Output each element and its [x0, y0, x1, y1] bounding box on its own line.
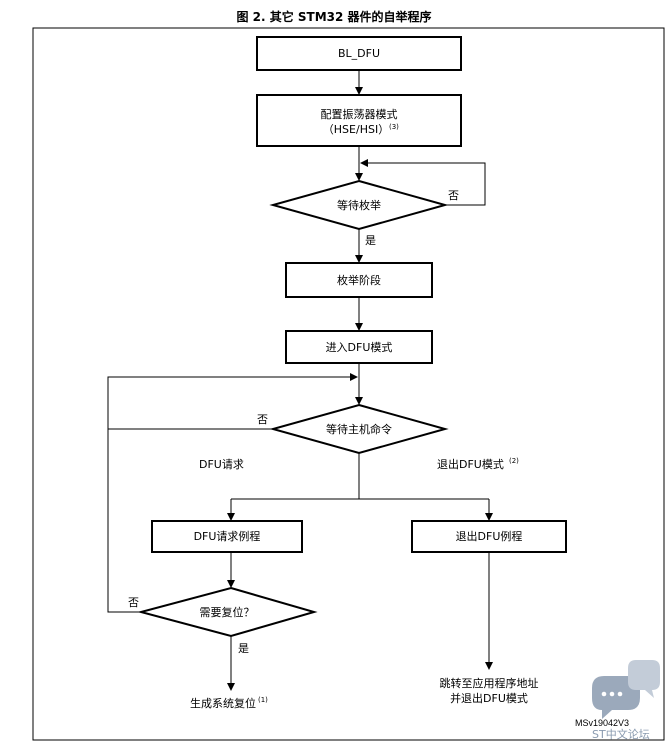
exit-dfu-edge-note: (2)	[509, 457, 519, 465]
jump-line1: 跳转至应用程序地址	[440, 676, 539, 690]
enum-phase-box	[285, 262, 433, 298]
osc-config-line1: 配置振荡器模式	[321, 107, 398, 121]
exit-dfu-routine-box	[411, 520, 567, 553]
figure-frame	[32, 27, 665, 741]
osc-config-note: (3)	[389, 123, 399, 131]
wait-enum-yes-label: 是	[365, 234, 376, 247]
need-reset-yes-label: 是	[238, 642, 249, 655]
generate-reset-label: 生成系统复位	[190, 696, 256, 710]
enum-phase-label: 枚举阶段	[337, 273, 381, 287]
osc-config-box	[256, 94, 462, 147]
figure-code: MSv19042V3	[575, 718, 629, 728]
wait-enum-label: 等待枚举	[337, 198, 381, 212]
wait-host-label: 等待主机命令	[326, 422, 392, 436]
need-reset-no-label: 否	[128, 596, 139, 609]
jump-line2: 并退出DFU模式	[450, 691, 528, 705]
figure-title: 图 2. 其它 STM32 器件的自举程序	[236, 9, 431, 24]
exit-dfu-routine-label: 退出DFU例程	[456, 529, 523, 543]
edge-waithost-loop	[107, 373, 358, 430]
wait-enum-no-label: 否	[448, 189, 459, 202]
dfu-request-edge-label: DFU请求	[199, 458, 244, 471]
enter-dfu-label: 进入DFU模式	[326, 341, 393, 354]
wait-host-no-label: 否	[257, 413, 268, 426]
osc-config-line2: （HSE/HSI）	[323, 123, 389, 136]
exit-dfu-edge-label: 退出DFU模式	[437, 457, 504, 471]
dfu-request-routine-label: DFU请求例程	[194, 529, 261, 543]
dfu-request-routine-box	[151, 520, 303, 553]
chat-bubble-icon	[592, 660, 660, 719]
need-reset-label: 需要复位？	[200, 605, 255, 619]
generate-reset-note: (1)	[258, 696, 268, 704]
edge-needreset-loop	[107, 429, 141, 613]
edge-waitenum-loop	[360, 159, 486, 206]
watermark-text: ST中文论坛	[592, 727, 650, 741]
bl-dfu-label: BL_DFU	[338, 47, 380, 60]
